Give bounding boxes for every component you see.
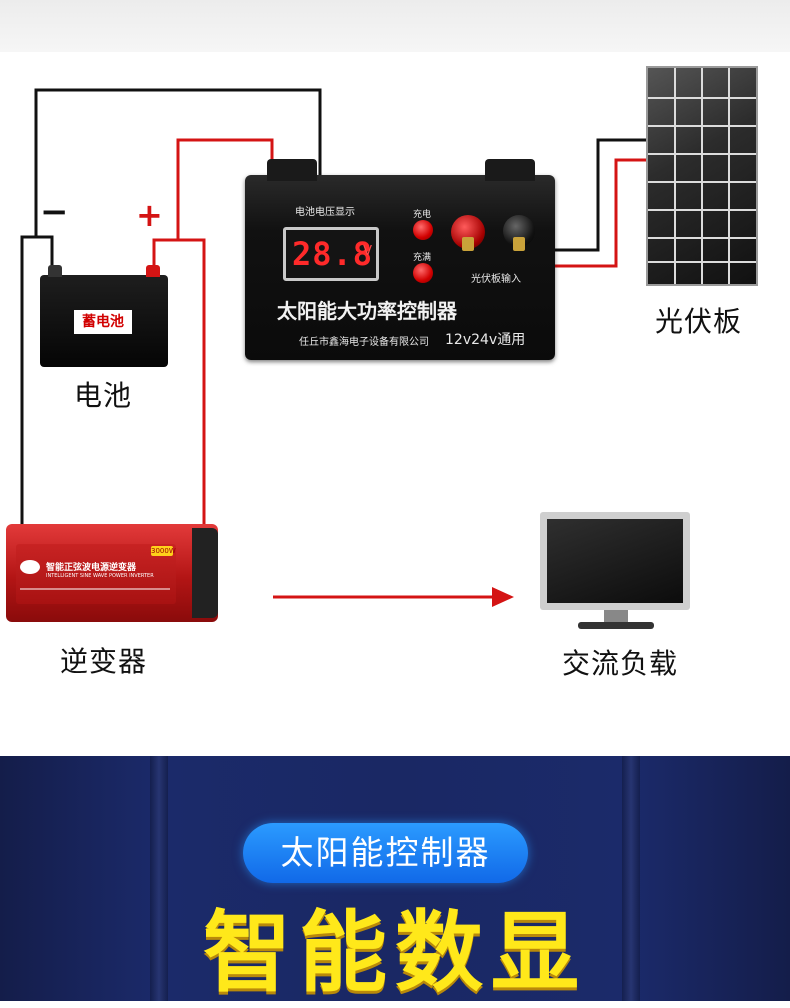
controller-manufacturer: 任丘市鑫海电子设备有限公司 [299,333,429,348]
inverter-power-badge: 3000W [151,546,173,556]
battery-positive-terminal [146,265,160,277]
pv-input-label: 光伏板输入 [471,270,521,285]
voltage-display: 28.8 V [283,227,379,281]
banner-pill-text: 太阳能控制器 [243,823,528,883]
led-full [413,263,433,283]
monitor-screen [547,519,683,603]
monitor-icon [540,512,690,610]
banner-headline: 智能数显 [0,898,790,1008]
display-title: 电池电压显示 [295,203,355,218]
battery: 蓄电池 [40,275,168,367]
negative-sign: − [40,192,69,232]
led-charge [413,220,433,240]
banner-pill: 太阳能控制器 [243,823,528,883]
inverter: 智能正弦波电源逆变器 INTELLIGENT SINE WAVE POWER I… [6,524,218,622]
display-unit: V [363,244,372,259]
controller-handle-left [267,159,317,181]
battery-sticker: 蓄电池 [74,310,132,334]
inverter-end-cap [192,528,218,618]
inverter-name: 智能正弦波电源逆变器 [46,560,136,573]
pv-negative-post [513,237,525,251]
led-full-label: 充满 [413,250,431,263]
inverter-spec-line [20,588,170,590]
battery-label: 电池 [74,374,132,414]
controller-voltage-spec: 12v24v通用 [445,329,525,349]
inverter-name-en: INTELLIGENT SINE WAVE POWER INVERTER [46,573,154,579]
display-value: 28.8 [292,235,373,273]
battery-negative-terminal [48,265,62,277]
inverter-logo-icon [20,560,40,574]
solar-panel-label: 光伏板 [655,300,742,340]
positive-sign: + [136,196,163,234]
controller-product-name: 太阳能大功率控制器 [277,295,457,324]
solar-controller: 电池电压显示 28.8 V 充电 充满 光伏板输入 太阳能大功率控制器 任丘市鑫… [245,175,555,360]
controller-handle-right [485,159,535,181]
pv-positive-post [462,237,474,251]
ac-load-label: 交流负载 [562,642,678,682]
inverter-label: 逆变器 [60,640,147,680]
led-charge-label: 充电 [413,207,431,220]
monitor-base [578,622,654,629]
